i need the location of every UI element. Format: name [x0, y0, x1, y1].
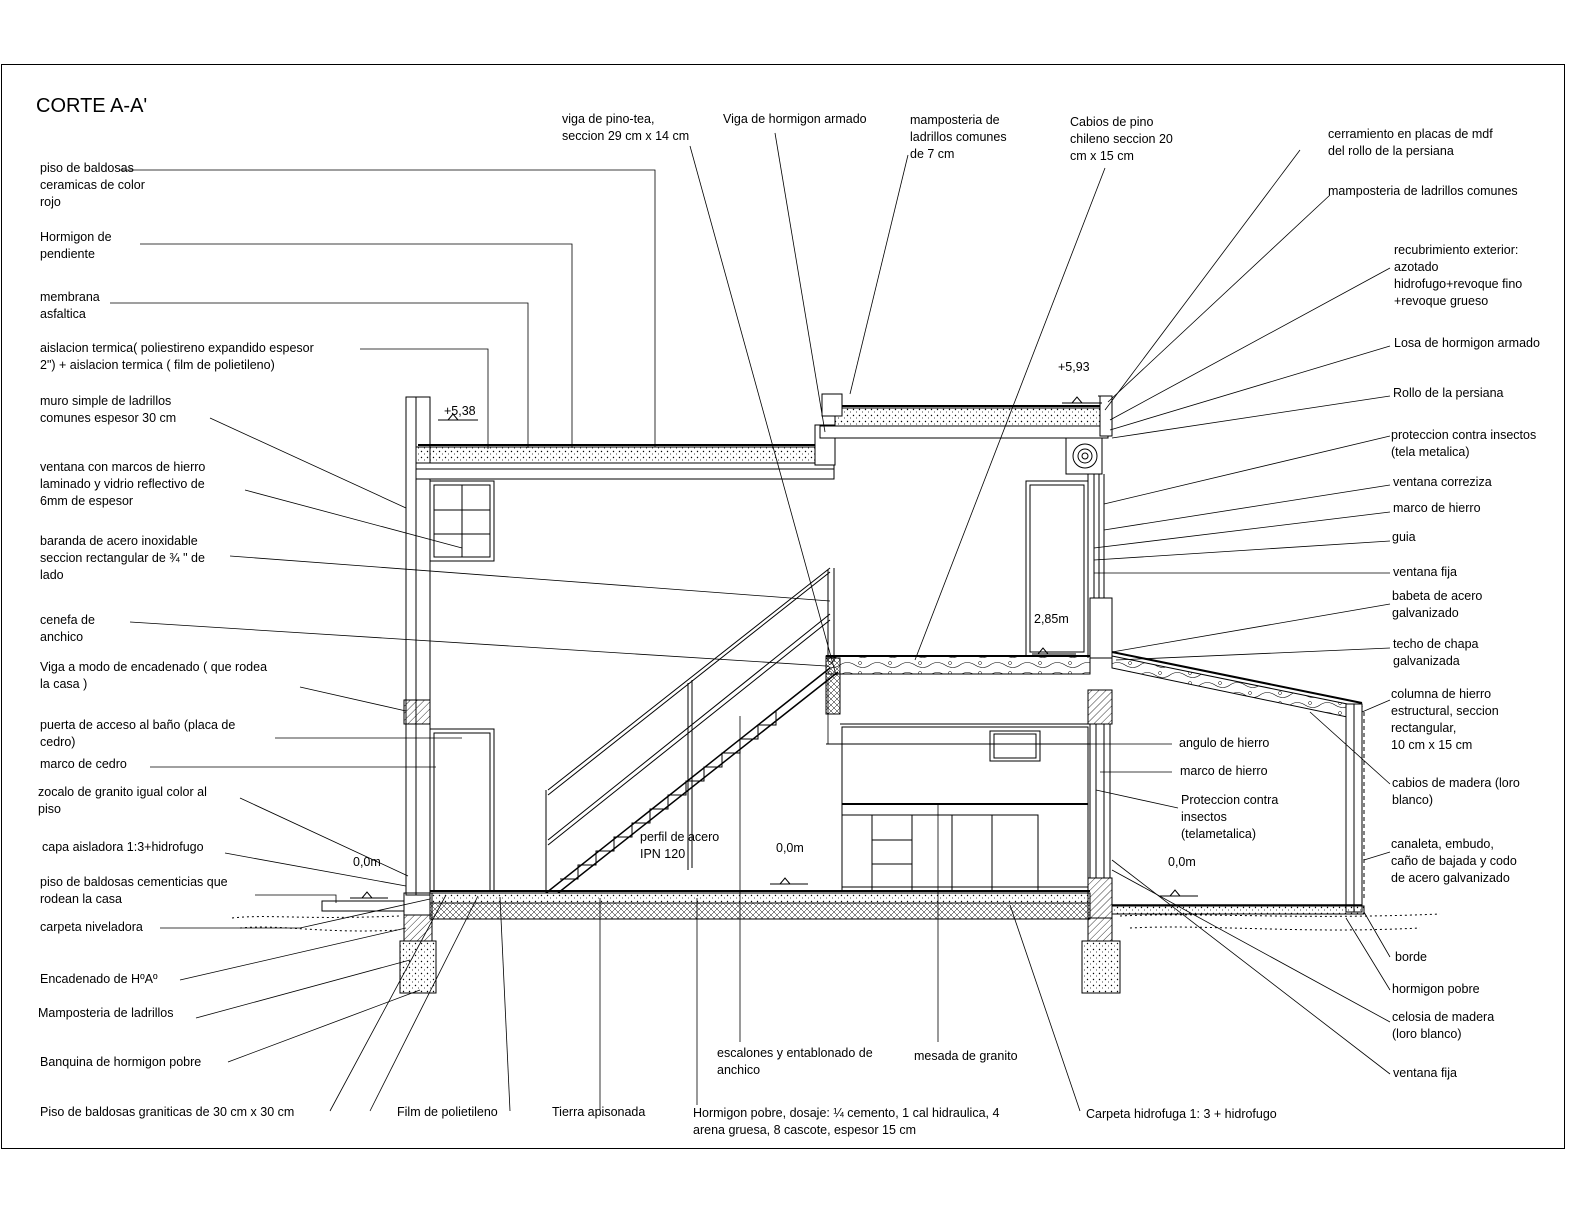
level-5-93: +5,93: [1058, 360, 1090, 374]
staircase: [545, 567, 839, 894]
label-insulating-layer: capa aisladora 1:3+hidrofugo: [42, 840, 204, 854]
label-fixed-window-top: ventana fija: [1393, 565, 1457, 579]
label-galvanized-flashing: babeta de acero galvanizado: [1392, 589, 1483, 620]
upper-window: [429, 480, 495, 562]
label-sheet-roof: techo de chapa galvanizada: [1393, 637, 1479, 668]
mezzanine-floor: [825, 655, 1091, 745]
label-pine-rafters: Cabios de pino chileno seccion 20 cm x 1…: [1070, 115, 1173, 163]
label-common-brick-masonry: mamposteria de ladrillos comunes: [1328, 184, 1518, 198]
level-0-left: 0,0m: [353, 855, 381, 869]
level-5-38: +5,38: [444, 404, 476, 418]
label-guide: guia: [1392, 530, 1416, 544]
annex-shed: [1111, 651, 1365, 915]
label-waterproof-screed: Carpeta hidrofuga 1: 3 + hidrofugo: [1086, 1107, 1277, 1121]
right-roof-slab: [819, 393, 1113, 439]
label-insect-protection: Proteccion contra insectos (telametalica…: [1181, 793, 1279, 841]
label-leveling-screed: carpeta niveladora: [40, 920, 143, 934]
label-concrete-beam: Viga de hormigon armado: [723, 112, 867, 126]
label-cedar-frame: marco de cedro: [40, 757, 127, 771]
label-steel-profile: perfil de acero IPN 120: [640, 830, 720, 861]
label-steel-railing: baranda de acero inoxidable seccion rect…: [40, 534, 205, 582]
label-steps: escalones y entablonado de anchico: [717, 1046, 873, 1077]
level-markers: [350, 396, 1198, 899]
label-cement-tiles: piso de baldosas cementicias que rodean …: [40, 875, 228, 906]
level-2-85: 2,85m: [1034, 612, 1069, 626]
label-edge: borde: [1395, 950, 1427, 964]
label-lean-concrete-bench: Banquina de hormigon pobre: [40, 1055, 202, 1069]
label-wood-rafters: cabios de madera (loro blanco): [1392, 776, 1520, 807]
leader-lines: [110, 132, 1391, 1112]
label-granite-floor-tiles: Piso de baldosas graniticas de 30 cm x 3…: [40, 1105, 295, 1119]
bathroom-door: [429, 728, 495, 892]
label-iron-column: columna de hierro estructural, seccion r…: [1391, 687, 1499, 752]
upper-roof-slab: [415, 424, 836, 480]
label-tie-beam: Viga a modo de encadenado ( que rodea la…: [40, 660, 268, 691]
kitchen-furniture: [841, 726, 1089, 892]
label-thermal-insulation: aislacion termica( poliestireno expandid…: [40, 341, 314, 372]
label-cenefa: cenefa de anchico: [40, 613, 95, 644]
label-brick-masonry: Mamposteria de ladrillos: [38, 1006, 174, 1020]
drawing-title: CORTE A-A': [36, 95, 148, 117]
label-lean-concrete-mix: Hormigon pobre, dosaje: ¼ cemento, 1 cal…: [693, 1106, 1000, 1137]
label-insect-screen: proteccion contra insectos (tela metalic…: [1391, 428, 1537, 459]
label-iron-frame-top: marco de hierro: [1393, 501, 1481, 515]
label-iron-frame-lower: marco de hierro: [1180, 764, 1268, 778]
label-red-ceramic-floor: piso de baldosas ceramicas de color rojo: [40, 161, 145, 209]
right-wall: [1025, 437, 1113, 919]
label-concrete-chain: Encadenado de HºAº: [40, 972, 158, 986]
label-polyethylene-film: Film de polietileno: [397, 1105, 498, 1119]
label-gutter: canaleta, embudo, caño de bajada y codo …: [1391, 837, 1517, 885]
label-sliding-window: ventana correziza: [1393, 475, 1492, 489]
label-granite-counter: mesada de granito: [914, 1049, 1018, 1063]
label-brick-wall: muro simple de ladrillos comunes espesor…: [40, 394, 177, 425]
label-slope-concrete: Hormigon de pendiente: [40, 230, 112, 261]
level-0-center: 0,0m: [776, 841, 804, 855]
right-foundation: [1081, 917, 1121, 994]
label-tamped-earth: Tierra apisonada: [552, 1105, 646, 1119]
label-lean-concrete-right: hormigon pobre: [1392, 982, 1480, 996]
ground-line: [231, 913, 1441, 932]
label-pitch-pine-beam: viga de pino-tea, seccion 29 cm x 14 cm: [562, 112, 690, 143]
left-foundation: [321, 892, 437, 994]
label-bathroom-door: puerta de acceso al baño (placa de cedro…: [40, 718, 236, 749]
label-exterior-coating: recubrimiento exterior: azotado hidrofug…: [1394, 243, 1523, 308]
label-iron-angle: angulo de hierro: [1179, 736, 1270, 750]
drawing-frame: [1, 64, 1565, 1149]
label-granite-skirting: zocalo de granito igual color al piso: [38, 785, 207, 816]
label-mdf-enclosure: cerramiento en placas de mdf del rollo d…: [1328, 127, 1493, 158]
label-iron-window: ventana con marcos de hierro laminado y …: [40, 460, 206, 508]
label-asphalt-membrane: membrana asfaltica: [40, 290, 100, 321]
left-wall: [403, 396, 431, 896]
label-shutter-roll: Rollo de la persiana: [1393, 386, 1504, 400]
level-0-right: 0,0m: [1168, 855, 1196, 869]
label-concrete-slab: Losa de hormigon armado: [1394, 336, 1540, 350]
label-wood-lattice: celosia de madera (loro blanco): [1392, 1010, 1495, 1041]
ground-slab: [429, 890, 1091, 920]
label-brick-masonry-7cm: mamposteria de ladrillos comunes de 7 cm: [910, 113, 1007, 161]
label-fixed-window-bottom: ventana fija: [1393, 1066, 1457, 1080]
